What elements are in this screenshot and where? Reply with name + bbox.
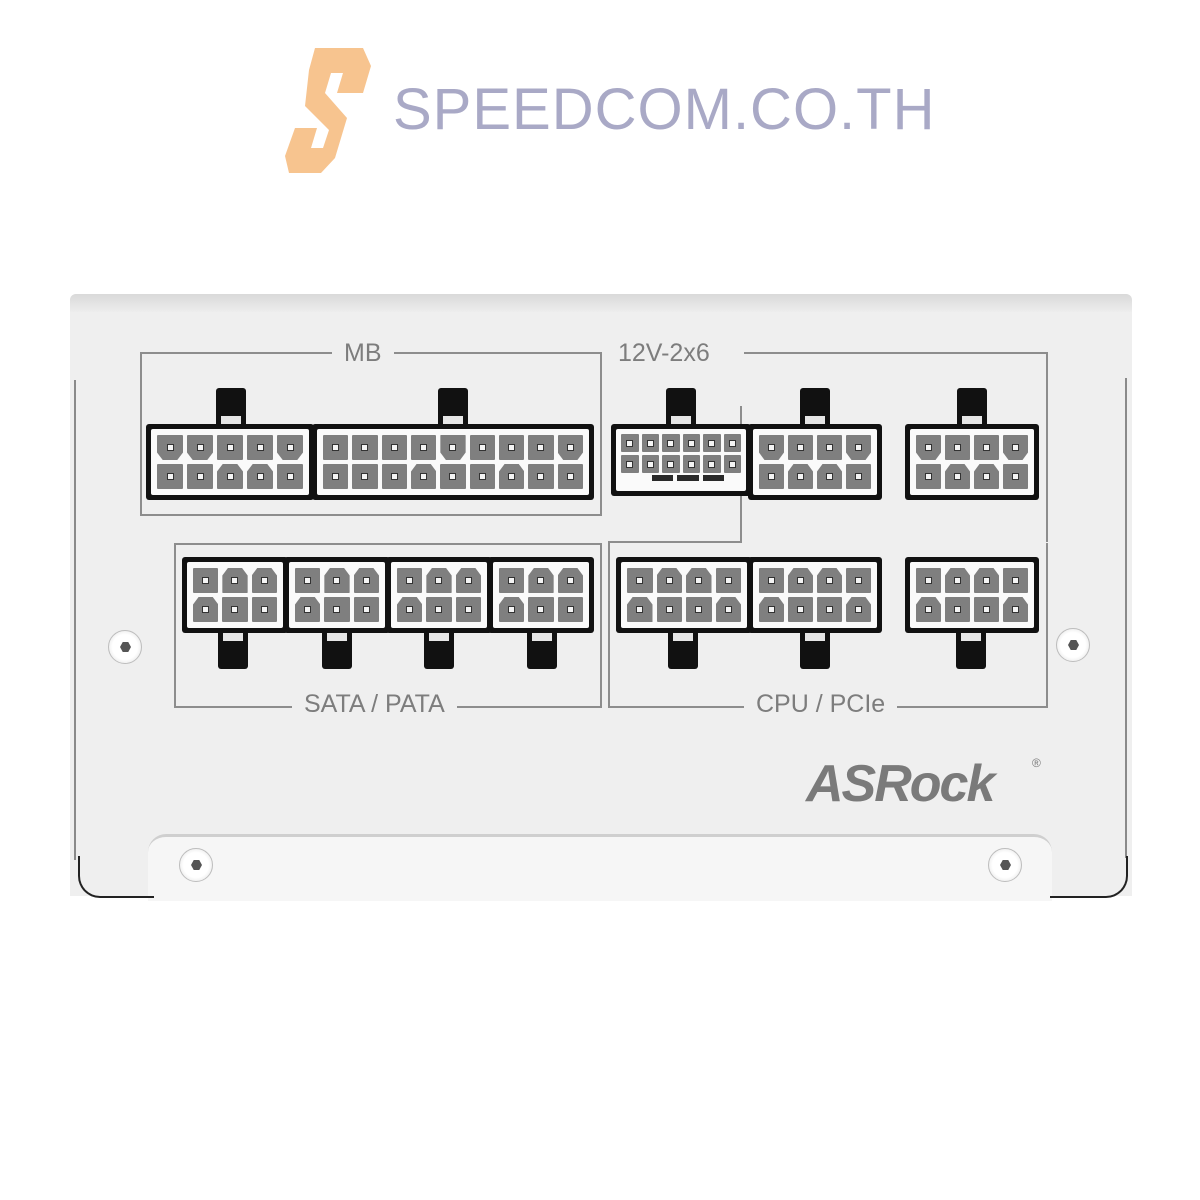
connector-latch (218, 633, 248, 669)
connector-mb-18pin[interactable] (312, 424, 594, 500)
connector-cpu-1[interactable] (616, 557, 752, 633)
connector-latch (800, 633, 830, 669)
group-label-12v: 12V-2x6 (606, 339, 722, 367)
connector-cpu-top-2[interactable] (905, 424, 1039, 500)
panel-right-edge (1125, 378, 1127, 858)
sense-pins (652, 475, 724, 481)
screw-icon (988, 848, 1022, 882)
connector-latch (666, 388, 696, 424)
connector-mb-10pin[interactable] (146, 424, 314, 500)
speedcom-s-icon (285, 48, 371, 173)
connector-latch (322, 633, 352, 669)
registered-mark: ® (1032, 756, 1041, 770)
frame-line (608, 541, 742, 543)
screw-icon (108, 630, 142, 664)
panel-top-edge (70, 294, 1132, 312)
panel-corner (1050, 856, 1128, 898)
connector-sata-4[interactable] (488, 557, 594, 633)
screw-icon (1056, 628, 1090, 662)
panel-left-edge (74, 380, 76, 860)
connector-sata-3[interactable] (386, 557, 492, 633)
watermark: SPEEDCOM.CO.TH (285, 48, 935, 173)
connector-latch (527, 633, 557, 669)
panel-corner (78, 856, 154, 898)
connector-latch (800, 388, 830, 424)
watermark-text: SPEEDCOM.CO.TH (393, 77, 936, 142)
screw-icon (179, 848, 213, 882)
group-label-mb: MB (332, 339, 394, 367)
connector-latch (438, 388, 468, 424)
group-label-cpu: CPU / PCIe (744, 690, 898, 718)
bottom-mount-plate (148, 834, 1052, 901)
connector-sata-2[interactable] (284, 557, 390, 633)
connector-latch (216, 388, 246, 424)
connector-latch (424, 633, 454, 669)
connector-cpu-3[interactable] (905, 557, 1039, 633)
asrock-logo: ASRock (806, 755, 995, 813)
frame-divider (740, 352, 744, 406)
connector-latch (668, 633, 698, 669)
connector-cpu-2[interactable] (748, 557, 882, 633)
group-label-sata: SATA / PATA (292, 690, 457, 718)
connector-latch (956, 633, 986, 669)
connector-sata-1[interactable] (182, 557, 288, 633)
connector-12v-2x6[interactable] (611, 424, 751, 496)
connector-latch (957, 388, 987, 424)
connector-cpu-top-1[interactable] (748, 424, 882, 500)
frame-line (740, 518, 742, 543)
